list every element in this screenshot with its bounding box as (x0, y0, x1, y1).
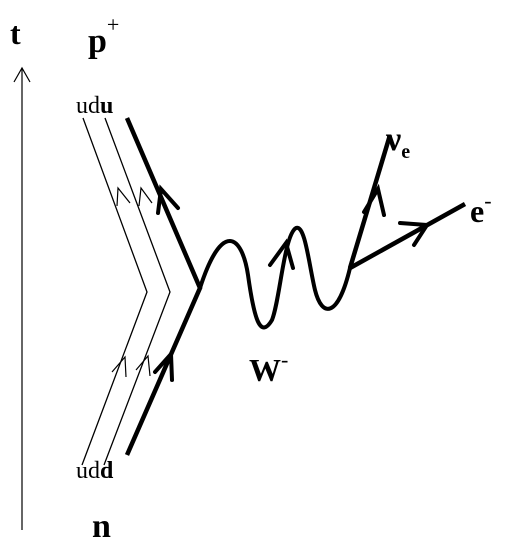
electron-charge: - (484, 188, 491, 213)
w-boson-line (198, 225, 352, 330)
w-boson-label: W- (249, 347, 288, 388)
w-boson-charge: - (281, 347, 288, 372)
neutrino-subscript: e (401, 141, 410, 163)
neutron-quark-bold: d (100, 458, 114, 484)
spectator-quark-line-2 (103, 117, 171, 466)
spectator-arrow-upper-1 (116, 186, 131, 207)
neutron-label: n (92, 508, 111, 543)
neutrino-label: νe (385, 121, 410, 163)
neutron-quarks-label: udd (76, 458, 114, 484)
active-quark-arrow-upper (156, 184, 180, 215)
proton-quark-bold: u (100, 93, 113, 119)
time-axis-arrowhead (13, 66, 31, 83)
proton-label: p+ (88, 12, 119, 60)
spectator-arrow-lower-2 (135, 354, 151, 377)
w-boson-arrow (268, 238, 295, 270)
proton-symbol: p (88, 23, 107, 60)
proton-charge: + (107, 12, 119, 37)
time-axis-label: t (10, 15, 21, 51)
electron-line (348, 202, 467, 270)
neutrino-symbol: ν (385, 121, 401, 158)
proton-quarks-light: ud (76, 93, 100, 119)
proton-quarks-label: udu (76, 93, 113, 119)
spectator-arrow-upper-2 (138, 186, 153, 207)
neutrino-arrow (362, 183, 386, 217)
w-boson-symbol: W (249, 352, 281, 388)
spectator-quark-line-1 (81, 117, 148, 466)
spectator-arrow-lower-1 (111, 355, 127, 378)
active-quark-line (124, 117, 203, 456)
electron-label: e- (470, 188, 492, 229)
electron-symbol: e (470, 193, 484, 229)
neutron-quarks-light: ud (76, 458, 100, 484)
electron-arrow (398, 221, 431, 247)
active-quark-arrow-lower (153, 348, 174, 382)
